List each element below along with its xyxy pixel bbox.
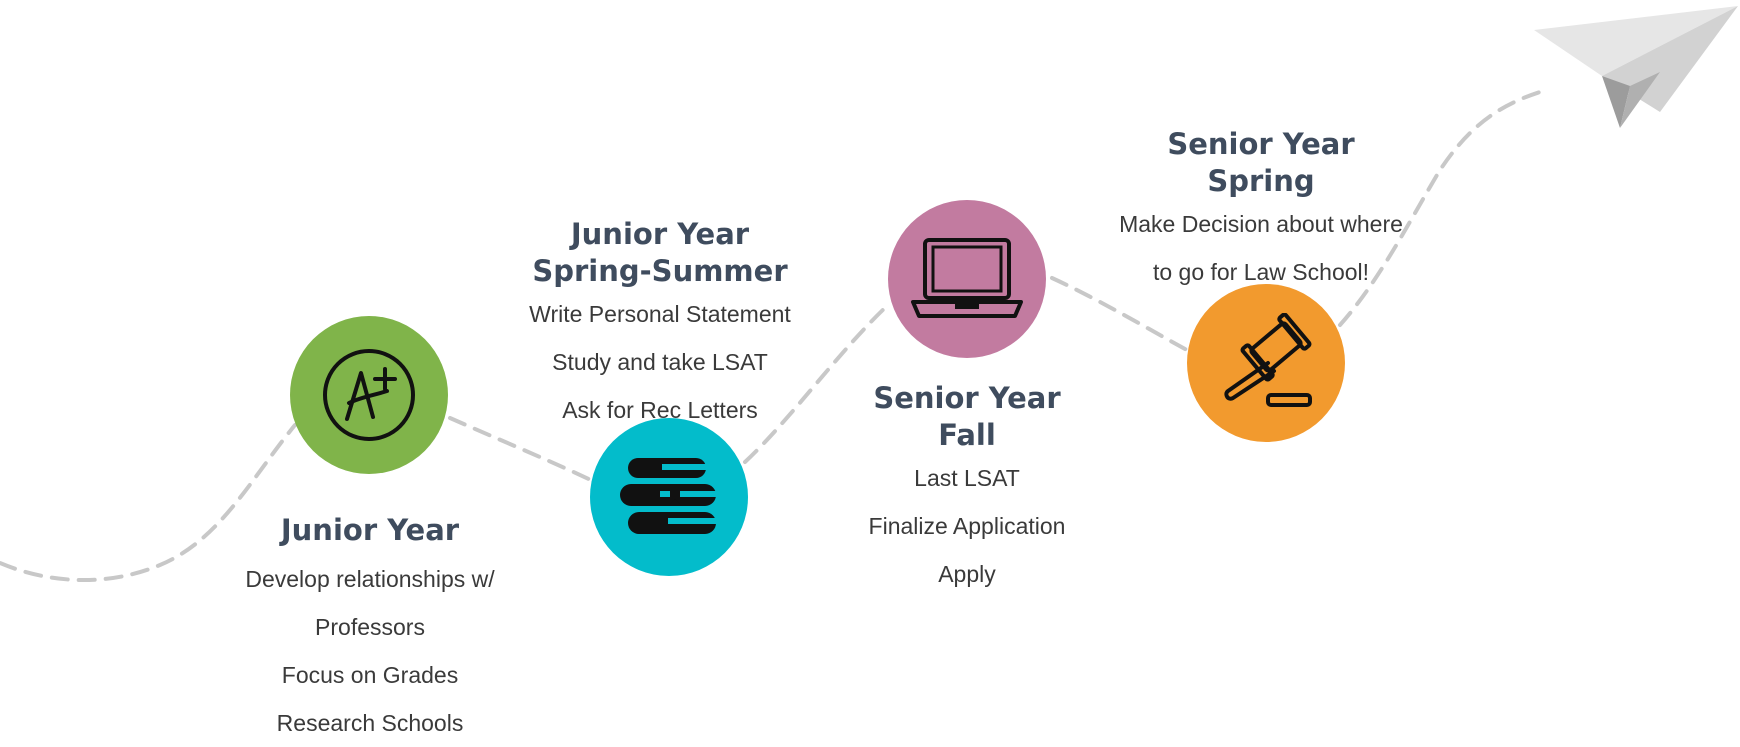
milestone-item: Develop relationships w/ <box>245 566 495 592</box>
milestone-item: Make Decision about where <box>1119 211 1403 237</box>
milestone-item: Research Schools <box>276 710 464 736</box>
milestone-junior-year: Junior Year Develop relationships w/ Pro… <box>210 512 530 747</box>
milestone-title: Junior Year Spring-Summer <box>500 216 820 290</box>
books-icon <box>620 458 716 534</box>
milestone-item: Last LSAT <box>914 465 1020 491</box>
milestone-title: Senior Year Fall <box>807 380 1127 454</box>
senior-fall-circle <box>888 200 1046 358</box>
milestone-junior-spring-summer: Junior Year Spring-Summer Write Personal… <box>500 216 820 434</box>
junior-spring-summer-circle <box>590 418 748 576</box>
title-line: Junior Year <box>280 513 460 547</box>
junior-year-circle <box>290 316 448 474</box>
laptop-icon <box>911 238 1023 318</box>
milestone-item: Apply <box>938 561 996 587</box>
senior-spring-circle <box>1187 284 1345 442</box>
title-line: Senior Year <box>873 381 1061 415</box>
milestone-senior-spring: Senior Year Spring Make Decision about w… <box>1096 126 1426 296</box>
milestone-senior-fall: Senior Year Fall Last LSAT Finalize Appl… <box>807 380 1127 598</box>
title-line: Spring <box>1207 164 1315 198</box>
title-line: Junior Year <box>570 217 750 251</box>
milestone-title: Senior Year Spring <box>1096 126 1426 200</box>
milestone-item: Write Personal Statement <box>529 301 791 327</box>
milestone-item: Focus on Grades <box>281 662 459 688</box>
title-line: Spring-Summer <box>532 254 788 288</box>
title-line: Fall <box>938 418 996 452</box>
grade-a-plus-icon <box>323 349 415 441</box>
milestone-item: Ask for Rec Letters <box>562 397 758 423</box>
paper-plane-icon <box>1534 6 1738 128</box>
gavel-icon <box>1224 313 1312 407</box>
milestone-title: Junior Year <box>210 512 530 549</box>
milestone-item: Finalize Application <box>868 513 1066 539</box>
title-line: Senior Year <box>1167 127 1355 161</box>
milestone-item: Study and take LSAT <box>552 349 768 375</box>
milestone-item: Professors <box>315 614 425 640</box>
milestone-item: to go for Law School! <box>1152 259 1370 285</box>
